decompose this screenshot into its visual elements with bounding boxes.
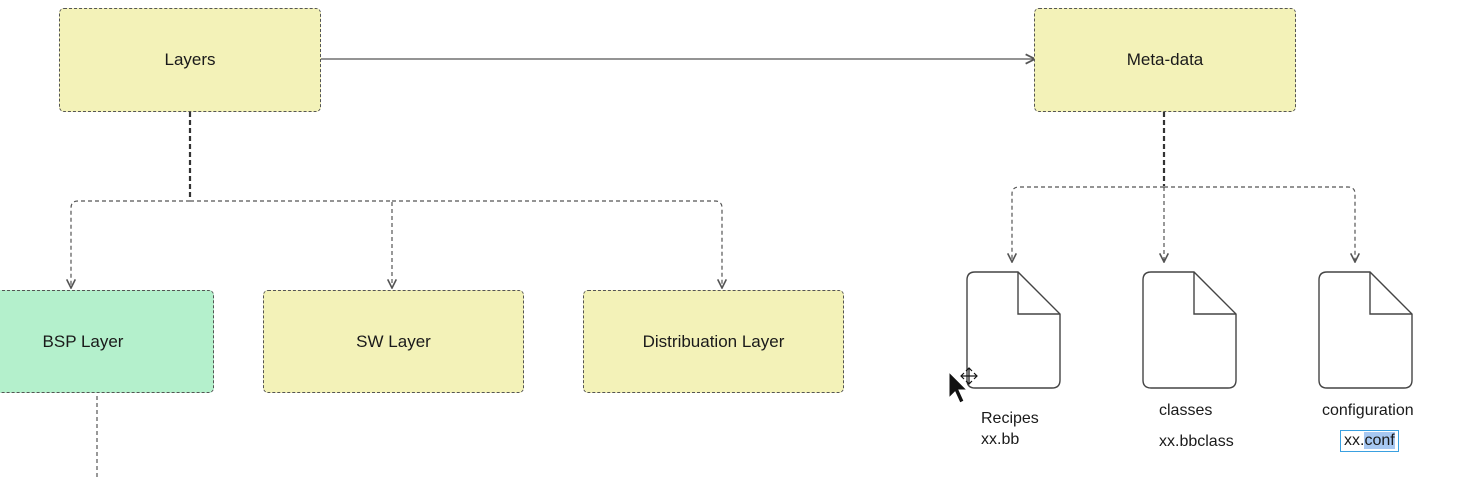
classes-extension[interactable]: xx.bbclass — [1159, 433, 1234, 450]
recipes-label[interactable]: Recipes — [981, 410, 1039, 427]
move-cursor-icon — [960, 367, 978, 385]
sw-layer-node-label: SW Layer — [356, 331, 431, 351]
metadata-node[interactable]: Meta-data — [1034, 8, 1296, 112]
configuration-extension-editor[interactable]: xx.conf — [1340, 430, 1399, 452]
bsp-layer-node-label: BSP Layer — [42, 331, 124, 351]
pointer-cursor-icon — [948, 370, 969, 404]
bsp-layer-node[interactable]: BSP Layer — [0, 290, 214, 393]
distribution-layer-node[interactable]: Distribuation Layer — [583, 290, 844, 393]
connector-to-configuration[interactable] — [1164, 186, 1355, 262]
connector-to-distribution-layer[interactable] — [392, 200, 722, 288]
document-icon[interactable] — [1142, 271, 1237, 389]
document-icon[interactable] — [966, 271, 1061, 389]
sw-layer-node[interactable]: SW Layer — [263, 290, 524, 393]
connector-to-bsp-layer[interactable] — [71, 200, 190, 288]
configuration-extension-selected-text: conf — [1364, 432, 1395, 449]
configuration-extension-prefix: xx. — [1344, 432, 1365, 449]
layers-node[interactable]: Layers — [59, 8, 321, 112]
distribution-layer-node-label: Distribuation Layer — [642, 331, 785, 351]
recipes-extension[interactable]: xx.bb — [981, 431, 1020, 448]
layers-node-label: Layers — [164, 50, 216, 69]
configuration-label[interactable]: configuration — [1322, 402, 1414, 419]
document-icon[interactable] — [1318, 271, 1413, 389]
connector-to-recipes[interactable] — [1012, 186, 1164, 262]
metadata-node-label: Meta-data — [1126, 50, 1204, 69]
classes-label[interactable]: classes — [1159, 402, 1213, 419]
connector-to-sw-layer[interactable] — [190, 200, 392, 288]
